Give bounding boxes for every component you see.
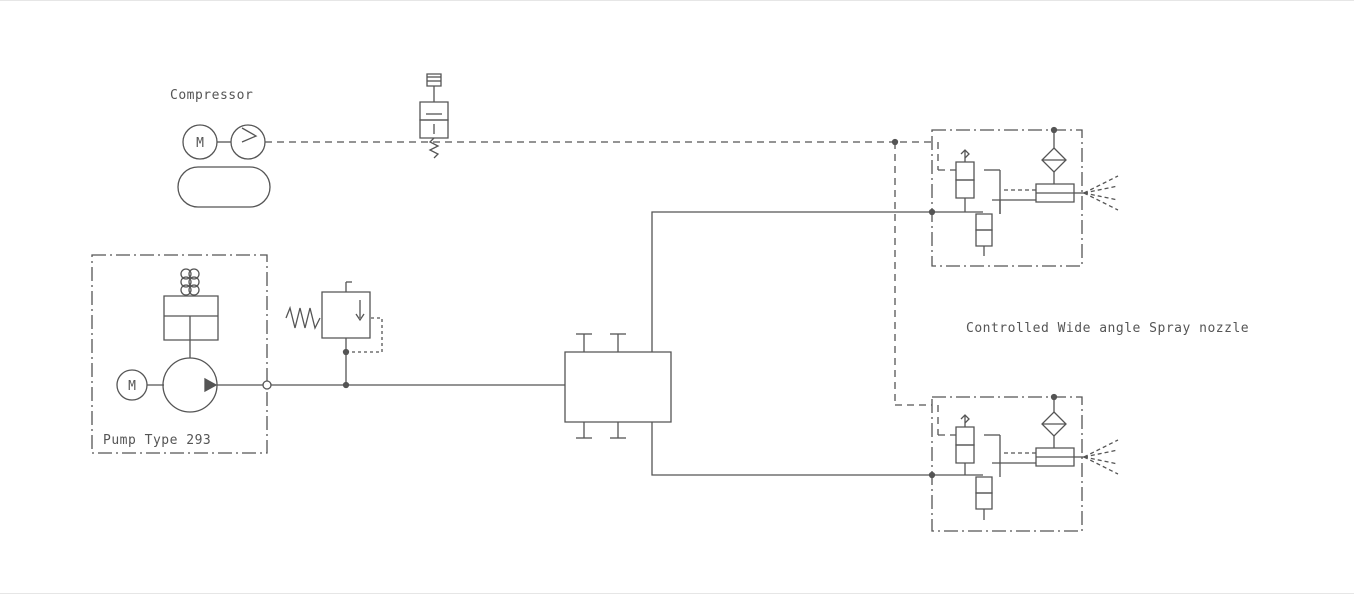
nozzle-boundary-top <box>932 130 1082 266</box>
air-receiver-tank <box>178 167 270 207</box>
pilot-air-lines <box>265 142 956 435</box>
compressor-group: M <box>178 125 270 207</box>
spray-nozzle-bottom <box>930 395 1119 532</box>
compressor-arrow <box>242 128 256 142</box>
air-solenoid-valve <box>420 74 448 158</box>
nozzle-label: Controlled Wide angle Spray nozzle <box>966 321 1250 336</box>
pump-label: Pump Type 293 <box>103 433 212 448</box>
air-junction-dot <box>893 140 898 145</box>
pump-boundary <box>92 255 267 453</box>
pump-group: M <box>92 255 271 453</box>
relief-spring <box>286 308 320 328</box>
pump-outlet-port <box>263 381 271 389</box>
pump-arrow <box>204 377 218 393</box>
compressor-motor-letter: M <box>196 136 204 151</box>
supply-line-bottom <box>652 422 932 475</box>
spray-nozzle-top <box>930 128 1119 267</box>
pump-spring-icon <box>181 269 199 295</box>
supply-line-top <box>652 212 932 352</box>
pump-motor-letter: M <box>128 379 136 394</box>
pressure-relief-valve <box>286 282 382 385</box>
distribution-manifold <box>565 334 671 438</box>
nozzle-boundary-bottom <box>932 397 1082 531</box>
compressor-label: Compressor <box>170 88 254 103</box>
compressor-symbol <box>231 125 265 159</box>
pump-reservoir <box>164 296 218 340</box>
top-border <box>0 0 1354 1</box>
